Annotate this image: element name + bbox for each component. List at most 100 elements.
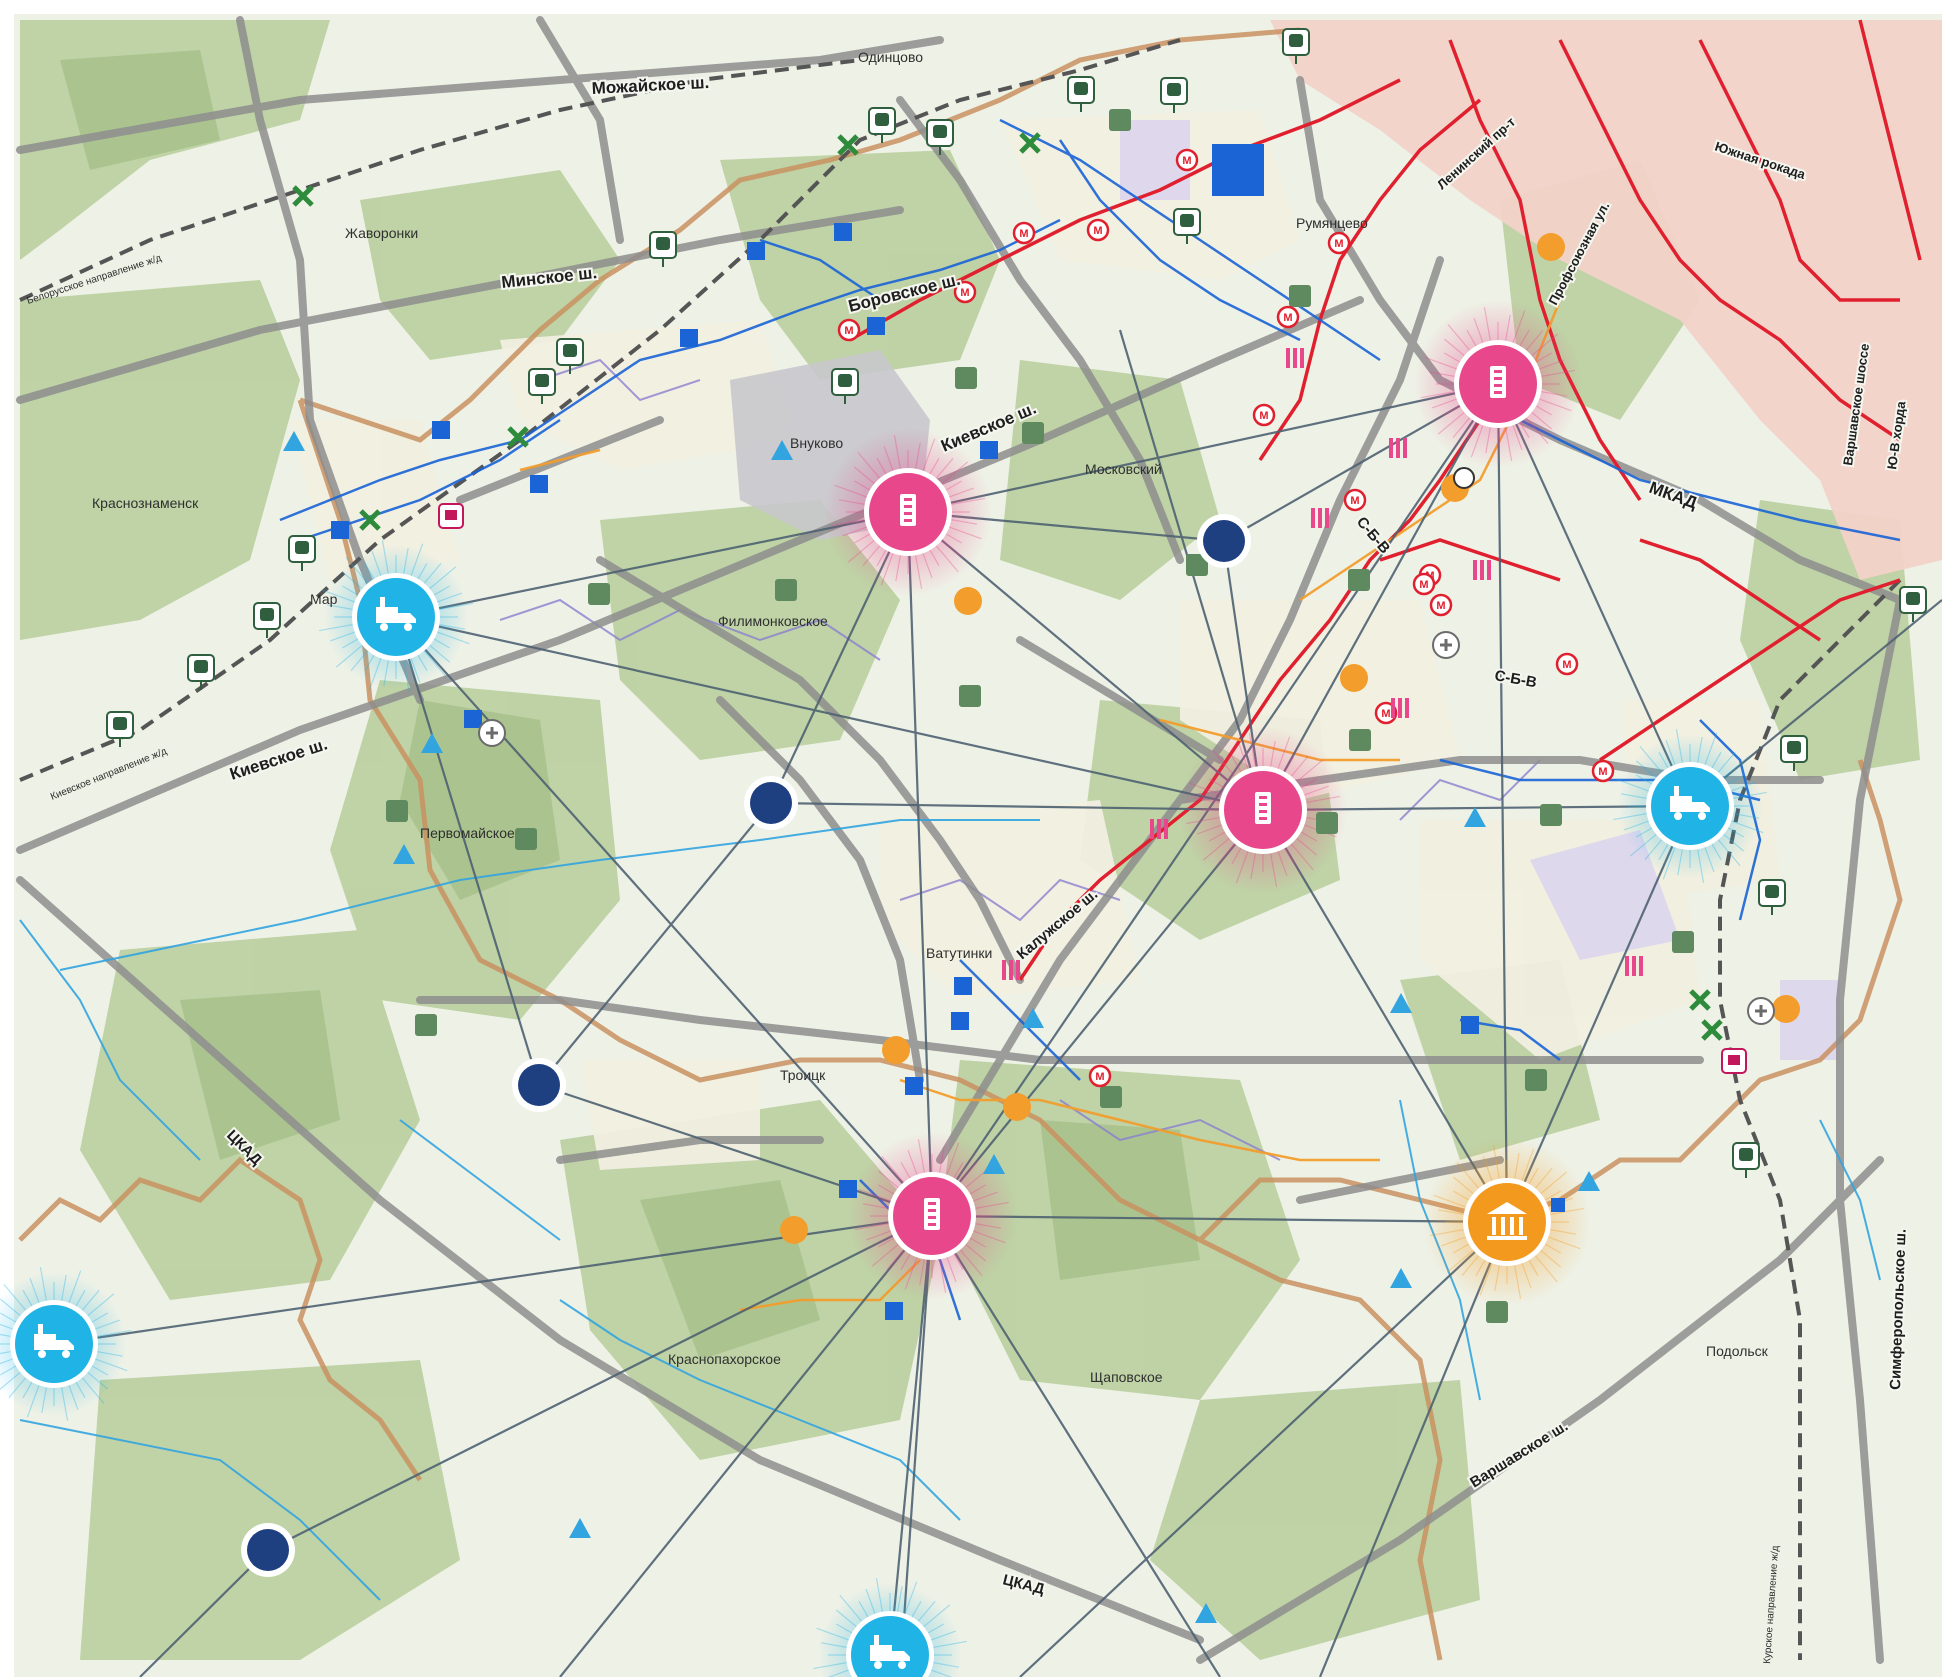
navy-node-marker[interactable] [744,776,798,830]
light-blue-triangle-marker [1195,1603,1217,1623]
connection-link [931,1215,1221,1677]
hub-halo-ray [1727,827,1744,838]
hub-halo-ray [326,604,353,610]
hub-halo-ray [1306,795,1340,803]
hub-halo-ray [1639,745,1663,773]
hub-halo-ray [1662,847,1676,880]
hub-halo-ray [97,1351,124,1357]
industry-truck-icon [1670,786,1710,820]
hub-halo-ray [1492,1145,1500,1179]
railways [19,38,1902,1660]
label-rumyantsevo: Румянцево [1296,215,1368,231]
hub-halo-ray [0,1298,21,1317]
hub-halo-ray [29,1278,40,1303]
hub-halo-ray [953,1253,964,1270]
hub-halo-ray [1620,793,1647,799]
hub-halo-ray [1541,391,1568,397]
hub-halo-ray [1208,764,1230,783]
hub-halo-ray [975,1223,1002,1229]
interchange-marker [1019,132,1041,154]
pink-bar-marker [1286,348,1304,368]
light-blue-lines [19,819,1881,1601]
hub-halo-ray [959,1249,983,1277]
hub-halo-ray [1704,732,1718,765]
hub-halo-ray [929,458,940,475]
hub-halo-ray [322,589,355,603]
hub-halo-ray [951,497,985,505]
connection-link [907,382,1499,514]
hub-halo-ray [853,466,875,485]
svg-text:M: M [1095,1071,1104,1083]
navy-node-marker[interactable] [1197,514,1251,568]
hub-halo-ray [1430,1229,1464,1237]
hub-halo-ray [1473,318,1484,343]
hub-orange-shcherbinka[interactable] [1463,1178,1551,1266]
hub-halo-ray [835,1609,857,1628]
hub-halo-ray [883,446,894,471]
hub-halo-ray [345,556,369,584]
hub-halo-ray [1704,847,1715,872]
hub-halo-ray [1447,323,1471,351]
hub-halo-ray [0,1365,17,1376]
svg-text:M: M [1562,659,1571,671]
hub-halo-ray [1300,831,1317,842]
blue-square-marker [867,317,885,335]
hub-halo-ray [403,660,411,694]
connection-link [1496,383,1509,1223]
green-square-marker [1348,569,1370,591]
orange-dot-marker [954,587,982,615]
blue-square-marker [834,223,852,241]
hub-halo-ray [1731,781,1756,792]
hub-halo-ray [931,1669,953,1677]
hub-halo-ray [1304,785,1329,796]
hub-pink-kommunarka[interactable] [1454,340,1542,428]
railway-station-icon [1780,735,1808,771]
hub-halo-ray [61,1387,69,1421]
hub-halo-ray [0,1351,11,1355]
hub-halo-ray [1658,752,1669,769]
hub-halo-ray [917,1139,925,1173]
hub-halo-ray [91,1365,108,1376]
hub-cyan-west[interactable] [10,1300,98,1388]
hub-halo-ray [1452,417,1471,439]
hub-halo-ray [1461,1255,1480,1277]
hub-halo-ray [965,1243,987,1262]
hub-halo-ray [330,631,355,642]
map-frame-top [0,0,1942,14]
hub-halo-ray [922,438,936,471]
hub-halo-ray [935,545,959,573]
hub-halo-ray [1697,736,1703,763]
label-podolsk: Подольск [1706,1343,1769,1359]
road-network [16,16,1904,1664]
hub-halo-ray [1193,797,1220,803]
hub-halo-ray [927,1623,944,1634]
hub-halo-ray [1424,356,1457,370]
hub-cyan-south[interactable] [846,1611,934,1677]
hub-halo-ray [1636,827,1653,838]
hub-halo-ray [1452,1176,1474,1195]
railway-station-icon [106,711,134,747]
hub-halo-ray [1494,1265,1500,1292]
hub-halo-ray [1665,740,1676,765]
navy-node-marker[interactable] [241,1523,295,1577]
railway-station-icon [649,231,677,267]
metro-lines [849,19,1922,981]
place-labels: Одинцово Жаворонки Краснознаменск Внуков… [92,49,1769,1385]
hub-halo-ray [875,1578,883,1612]
hub-pink-mkad[interactable] [1219,766,1307,854]
hub-cyan-marushkino[interactable] [352,573,440,661]
hub-cyan-east[interactable] [1646,762,1734,850]
green-square-marker [1316,812,1338,834]
hub-halo-ray [1453,1190,1470,1201]
navy-node-marker[interactable] [512,1058,566,1112]
svg-text:M: M [1419,579,1428,591]
hub-halo-ray [880,553,894,586]
hub-halo-ray [975,1201,1009,1209]
hub-pink-troitsk[interactable] [888,1172,976,1260]
hub-pink-vnukovo[interactable] [864,468,952,556]
pink-bar-marker [1391,698,1409,718]
metro-station-icon: M [837,318,861,342]
hub-halo-ray [1443,338,1465,357]
pink-bar-marker [1002,960,1020,980]
